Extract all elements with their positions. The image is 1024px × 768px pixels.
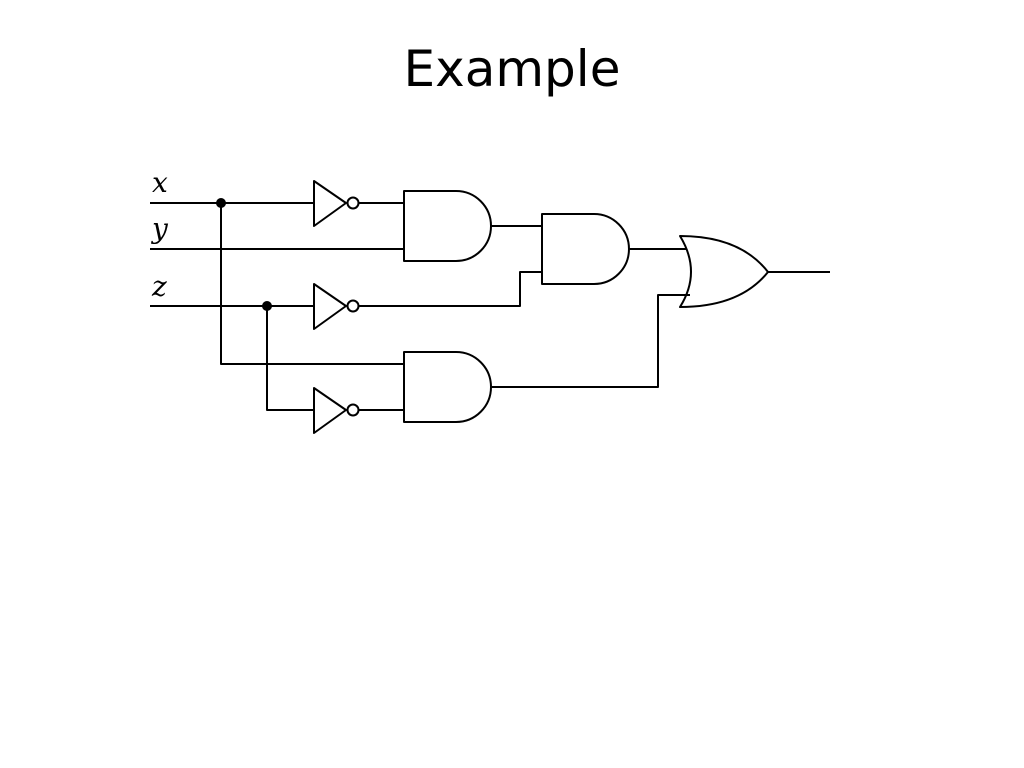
not-gate-1	[313, 180, 347, 227]
wire-not2-to-and2	[358, 271, 542, 307]
wire-z-branch-to-not3	[266, 306, 314, 411]
not-gate-2	[313, 283, 347, 330]
not-gate-3-bubble	[346, 403, 360, 417]
or-gate	[679, 235, 769, 308]
input-label-y: y	[150, 212, 169, 245]
input-label-z: z	[151, 270, 167, 303]
junction-dot-x	[216, 198, 226, 208]
not-gate-2-bubble	[346, 299, 360, 313]
not-gate-1-bubble	[346, 196, 360, 210]
and-gate-3	[403, 351, 492, 423]
wire-and3-to-or1	[491, 294, 690, 388]
and-gate-2	[541, 213, 630, 285]
slide-title: Example	[403, 40, 621, 98]
junction-dot-z	[262, 301, 272, 311]
not-gate-3	[313, 387, 347, 434]
and-gate-1	[403, 190, 492, 262]
input-label-x: x	[152, 166, 168, 199]
wire-x-branch-to-and3	[220, 203, 404, 365]
